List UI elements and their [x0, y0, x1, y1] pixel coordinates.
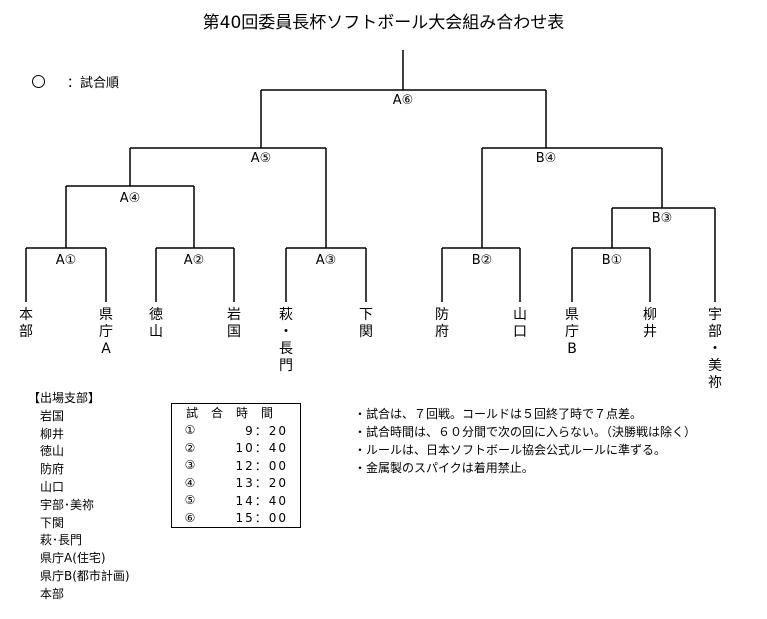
team-name-char: ・ — [708, 341, 722, 357]
team-name-char: 祢 — [708, 375, 722, 391]
venue-item: 宇部･美祢 — [40, 497, 95, 512]
match-label-a2: A② — [184, 253, 205, 268]
venue-item: 下関 — [40, 515, 65, 530]
venue-list: 【出場支部】 岩国柳井徳山防府山口宇部･美祢下関萩･長門県庁A(住宅) 県庁B(都… — [28, 390, 130, 604]
schedule-match-number: ④ — [184, 475, 196, 490]
team-name-char: 部 — [19, 324, 33, 340]
match-label-a6: A⑥ — [393, 93, 414, 108]
schedule-table: 試合時間 ① 9：20 ② 10：40 ③ 12：00 ④ 13：20 ⑤ 14：40 ⑥ 15：00 — [171, 403, 301, 528]
schedule-row: ② 10：40 — [172, 439, 300, 457]
schedule-match-number: ⑤ — [184, 493, 196, 508]
team-name: 萩・長門 — [275, 307, 297, 375]
schedule-match-number: ③ — [184, 458, 196, 473]
match-label-b3: B③ — [652, 211, 673, 226]
team-name-char: B — [567, 341, 577, 357]
team-name-char: 口 — [513, 324, 527, 340]
team-name-char: 部 — [708, 324, 722, 340]
note-line: ・ルールは、日本ソフトボール協会公式ルールに準ずる。 — [354, 443, 667, 457]
match-label-a4: A④ — [120, 191, 141, 206]
match-label-a1: A① — [56, 253, 77, 268]
team-name-char: 国 — [227, 324, 241, 340]
team-name-char: 徳 — [149, 307, 163, 323]
venue-item: 岩国 — [40, 408, 65, 423]
team-name-char: 県 — [565, 307, 579, 323]
match-label-a5: A⑤ — [251, 151, 272, 166]
team-name-char: 門 — [279, 358, 293, 374]
schedule-row: ⑤ 14：40 — [172, 492, 300, 510]
team-name-char: 萩 — [279, 307, 293, 323]
team-name-char: 本 — [19, 307, 33, 323]
team-name-char: 柳 — [643, 307, 657, 323]
team-name-char: ・ — [279, 324, 293, 340]
team-name-char: 山 — [149, 324, 163, 340]
team-name: 本部 — [15, 307, 37, 341]
schedule-match-number: ⑥ — [184, 510, 196, 525]
schedule-time: 15：00 — [235, 511, 288, 526]
schedule-time: 10：40 — [235, 441, 288, 456]
team-name-char: 美 — [708, 358, 722, 374]
team-name-char: A — [101, 341, 111, 357]
note-line: ・試合時間は、６０分間で次の回に入らない。（決勝戦は除く） — [354, 425, 697, 439]
schedule-time: 9：20 — [245, 423, 288, 438]
team-name: 宇部・美祢 — [704, 307, 726, 392]
team-name-char: 長 — [279, 341, 293, 357]
schedule-header: 試合時間 — [186, 406, 287, 421]
team-name-char: 岩 — [227, 307, 241, 323]
venue-heading: 【出場支部】 — [28, 391, 101, 405]
venue-item: 萩･長門 — [40, 533, 83, 548]
match-label-b2: B② — [472, 253, 493, 268]
schedule-row: ① 9：20 — [172, 422, 300, 440]
rules-notes: ・試合は、７回戦。コールドは５回終了時で７点差。 ・試合時間は、６０分間で次の回… — [354, 405, 696, 477]
team-name-char: 防 — [435, 307, 449, 323]
team-name-char: 庁 — [99, 324, 113, 340]
match-label-b1: B① — [602, 253, 623, 268]
team-name-char: 井 — [643, 324, 657, 340]
match-label-b4: B④ — [536, 151, 557, 166]
schedule-row: ③ 12：00 — [172, 457, 300, 475]
match-label-a3: A③ — [316, 253, 337, 268]
schedule-match-number: ① — [184, 423, 196, 438]
schedule-row: ④ 13：20 — [172, 474, 300, 492]
venue-item: 柳井 — [40, 426, 65, 441]
venue-item: 山口 — [40, 479, 65, 494]
legend-label: ：試合順 — [67, 76, 120, 91]
venue-item: 県庁A(住宅) — [40, 551, 106, 566]
venue-item: 防府 — [40, 462, 65, 477]
team-name-char: 県 — [99, 307, 113, 323]
schedule-row: ⑥ 15：00 — [172, 509, 300, 527]
team-name-char: 山 — [513, 307, 527, 323]
team-name: 岩国 — [223, 307, 245, 341]
page-title: 第40回委員長杯ソフトボール大会組み合わせ表 — [202, 13, 565, 33]
team-name-char: 府 — [435, 324, 449, 340]
note-line: ・金属製のスパイクは着用禁止。 — [354, 461, 534, 475]
team-name: 柳井 — [639, 307, 661, 341]
circle-icon — [32, 75, 45, 88]
schedule-match-number: ② — [184, 440, 196, 455]
team-name: 山口 — [509, 307, 531, 341]
team-name: 下関 — [355, 307, 377, 341]
bracket-lines — [25, 50, 716, 302]
venue-item: 徳山 — [40, 444, 65, 459]
legend: ：試合順 — [32, 72, 119, 91]
team-name-char: 関 — [359, 324, 373, 340]
team-name-char: 下 — [359, 307, 373, 323]
venue-item: 県庁B(都市計画) — [40, 568, 130, 583]
venue-item: 本部 — [40, 586, 65, 601]
team-name: 徳山 — [145, 307, 167, 341]
schedule-time: 13：20 — [235, 476, 288, 491]
team-name-char: 庁 — [565, 324, 579, 340]
schedule-time: 12：00 — [235, 458, 288, 473]
team-name: 防府 — [431, 307, 453, 341]
schedule-time: 14：40 — [235, 493, 288, 508]
team-name-char: 宇 — [708, 307, 722, 323]
note-line: ・試合は、７回戦。コールドは５回終了時で７点差。 — [354, 407, 643, 421]
